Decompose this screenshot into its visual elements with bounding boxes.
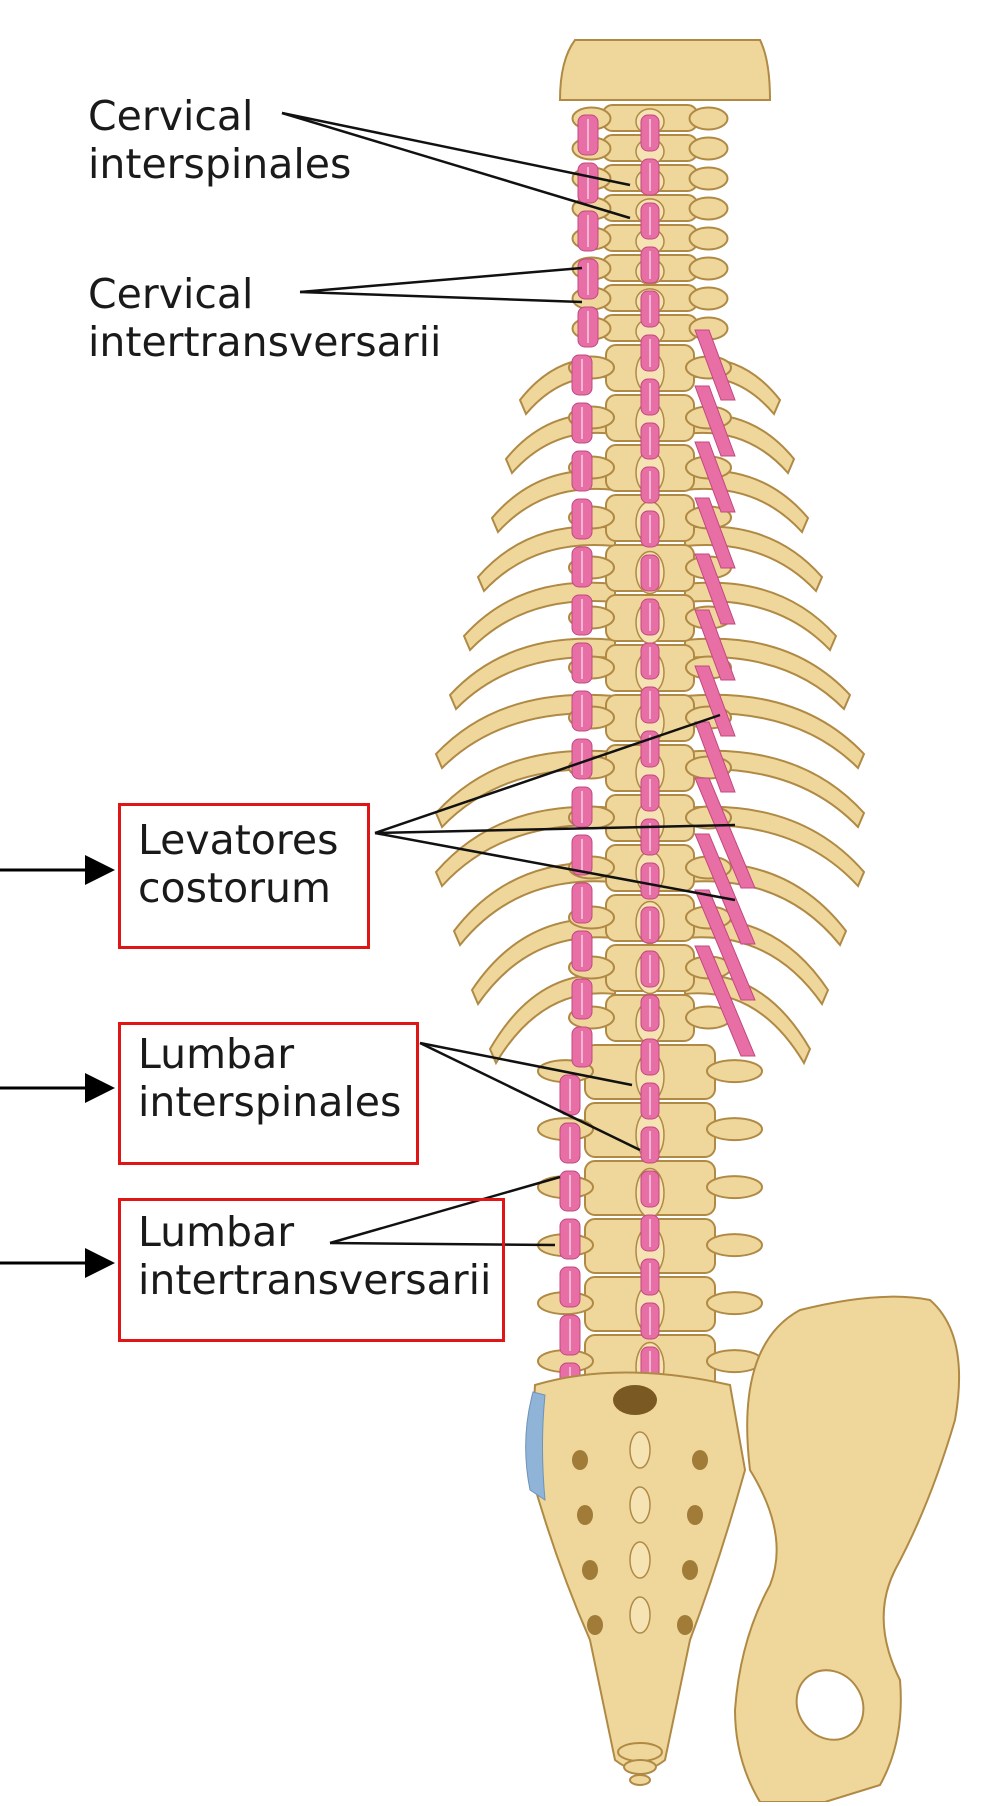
sacral-foramen xyxy=(582,1560,598,1580)
deep-back-muscles xyxy=(559,114,756,1428)
label-line: interspinales xyxy=(138,1078,402,1126)
transverse-process xyxy=(688,136,729,161)
sacral-foramen xyxy=(687,1505,703,1525)
highlight-box-lumbar-intertransversarii xyxy=(118,1198,505,1342)
median-sacral-crest xyxy=(629,1596,651,1634)
obturator-foramen xyxy=(795,1669,865,1741)
transverse-process xyxy=(706,1175,763,1200)
label-line: Cervical xyxy=(88,270,254,318)
label-line: Levatores xyxy=(138,816,339,864)
label-lumbar-interspinales: Lumbar interspinales xyxy=(138,1030,401,1126)
label-line: Lumbar xyxy=(138,1030,295,1078)
levatores-costorum-muscle xyxy=(694,609,736,681)
label-cervical-interspinales: Cervical interspinales xyxy=(88,92,351,188)
sacrum-blue-area xyxy=(525,1391,546,1501)
transverse-process xyxy=(688,106,729,131)
label-line: costorum xyxy=(138,864,331,912)
skull-base xyxy=(558,39,772,101)
levatores-costorum-muscle xyxy=(694,329,736,401)
sacral-foramen xyxy=(692,1450,708,1470)
rib-left xyxy=(476,525,616,593)
levatores-costorum-muscle xyxy=(694,497,736,569)
levatores-costorum-muscle xyxy=(694,441,736,513)
label-line: Lumbar xyxy=(138,1208,295,1256)
label-line: interspinales xyxy=(88,140,352,188)
hip-bone xyxy=(733,1295,961,1803)
label-cervical-intertransversarii: Cervical intertransversarii xyxy=(88,270,441,366)
levatores-costorum-muscle xyxy=(694,553,736,625)
transverse-process xyxy=(688,286,729,311)
coccyx xyxy=(617,1742,663,1786)
transverse-process xyxy=(706,1117,763,1142)
transverse-process xyxy=(706,1059,763,1084)
transverse-process xyxy=(688,226,729,251)
transverse-process xyxy=(688,256,729,281)
levatores-costorum-muscle xyxy=(694,665,736,737)
levatores-costorum-muscle xyxy=(694,385,736,457)
sacral-foramen xyxy=(577,1505,593,1525)
label-line: Cervical xyxy=(88,92,254,140)
label-line: intertransversarii xyxy=(138,1256,492,1304)
highlight-box-lumbar-interspinales xyxy=(118,1022,419,1165)
sacral-canal xyxy=(613,1385,657,1415)
label-lumbar-intertransversarii: Lumbar intertransversarii xyxy=(138,1208,491,1304)
sacral-foramen xyxy=(572,1450,588,1470)
transverse-process xyxy=(706,1233,763,1258)
transverse-process xyxy=(706,1291,763,1316)
leader-lines xyxy=(281,111,736,1247)
sacral-foramen xyxy=(682,1560,698,1580)
median-sacral-crest xyxy=(629,1486,651,1524)
levatores-costorum-muscle xyxy=(694,889,756,1001)
median-sacral-crest xyxy=(629,1541,651,1579)
levatores-costorum-muscle xyxy=(694,777,756,889)
levatores-costorum-muscle xyxy=(694,721,736,793)
transverse-process xyxy=(688,196,729,221)
sacral-foramen xyxy=(677,1615,693,1635)
levatores-costorum-muscle xyxy=(694,945,756,1057)
sacral-foramen xyxy=(587,1615,603,1635)
label-line: intertransversarii xyxy=(88,318,442,366)
pointer-arrows xyxy=(0,855,115,1278)
label-levatores-costorum: Levatores costorum xyxy=(138,816,338,912)
levatores-costorum-muscle xyxy=(694,833,756,945)
transverse-process xyxy=(688,166,729,191)
median-sacral-crest xyxy=(629,1431,651,1469)
highlight-box-levatores xyxy=(118,803,370,949)
